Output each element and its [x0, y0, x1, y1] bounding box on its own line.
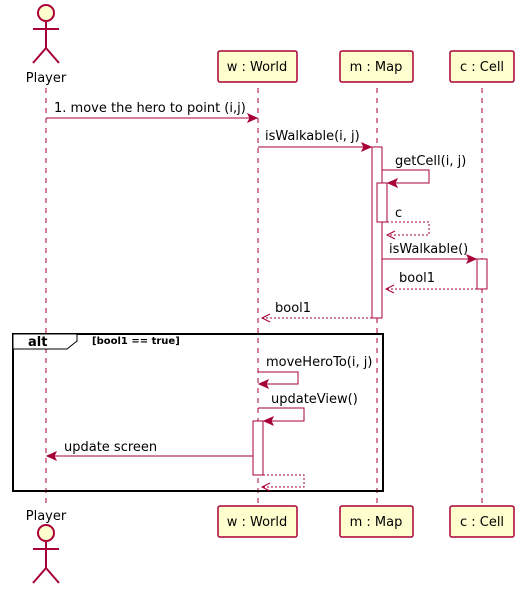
world-box-bottom — [217, 505, 298, 538]
message-label-3: getCell(i, j) — [395, 154, 466, 169]
return-arrow-11 — [262, 474, 305, 488]
alt-guard: [bool1 == true] — [92, 336, 180, 347]
player-actor-bottom — [32, 524, 60, 584]
map-nested-activation — [376, 182, 388, 223]
return-label-6: bool1 — [399, 271, 435, 286]
actor-icon — [37, 4, 55, 22]
world-label-bottom: w : World — [227, 515, 288, 530]
map-label-bottom: m : Map — [350, 515, 403, 530]
message-arrow-3 — [382, 169, 430, 184]
map-label-top: m : Map — [350, 60, 403, 75]
cell-activation — [476, 258, 488, 290]
world-activation — [252, 420, 264, 476]
alt-keyword: alt — [28, 335, 47, 350]
map-box-top — [339, 50, 414, 83]
player-actor-top — [32, 4, 60, 64]
world-box-top — [217, 50, 298, 83]
cell-label-bottom: c : Cell — [460, 515, 504, 530]
return-label-7: bool1 — [275, 301, 311, 316]
actor-icon — [37, 524, 55, 542]
message-label-1: 1. move the hero to point (i,j) — [54, 101, 246, 116]
cell-box-top — [449, 50, 515, 83]
message-label-2: isWalkable(i, j) — [265, 129, 360, 144]
map-activation — [371, 146, 383, 319]
cell-box-bottom — [449, 505, 515, 538]
world-label-top: w : World — [227, 60, 288, 75]
return-arrow-4 — [387, 221, 430, 236]
return-label-4: c — [395, 206, 402, 221]
message-label-9: updateView() — [271, 392, 358, 407]
cell-label-top: c : Cell — [460, 60, 504, 75]
player-label-top: Player — [26, 71, 67, 86]
message-arrow-8 — [258, 371, 299, 385]
alt-fragment — [12, 333, 384, 492]
message-label-5: isWalkable() — [389, 242, 468, 257]
message-label-10: update screen — [64, 440, 157, 455]
message-arrow-9 — [258, 407, 305, 422]
message-label-8: moveHeroTo(i, j) — [266, 355, 372, 370]
player-label-bottom: Player — [26, 509, 67, 524]
map-box-bottom — [339, 505, 414, 538]
